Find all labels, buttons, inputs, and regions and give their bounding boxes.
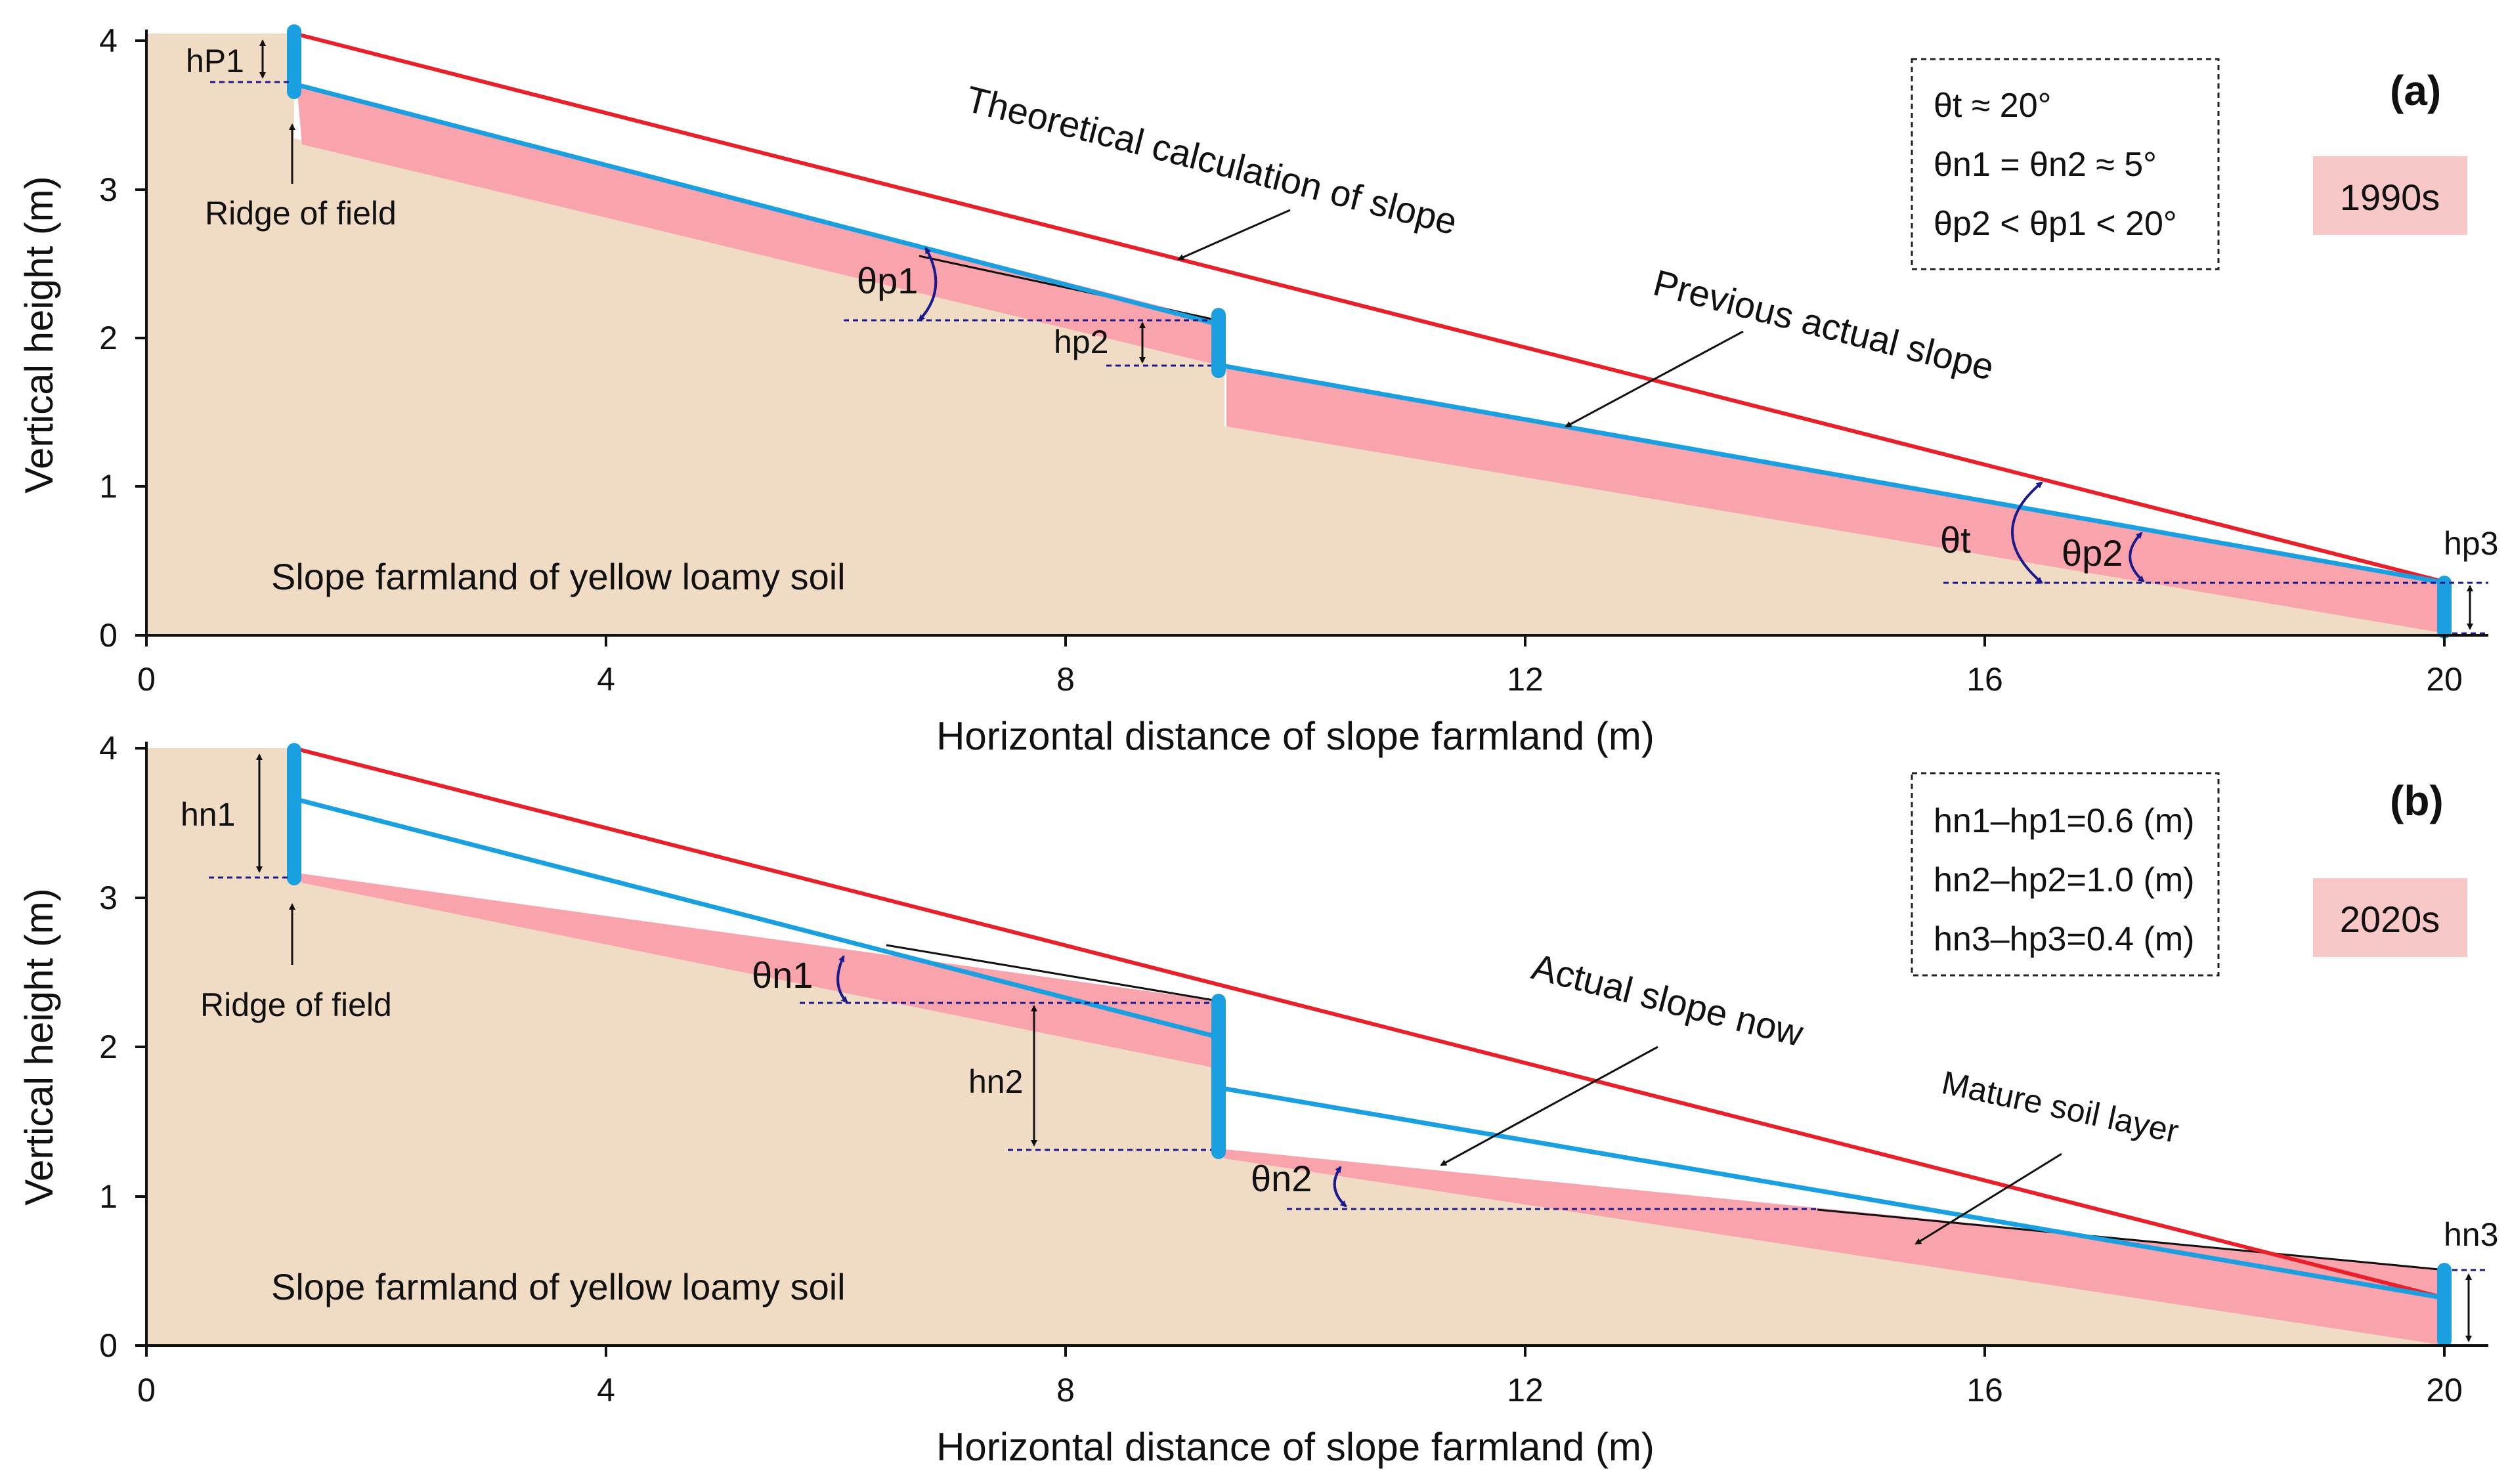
soil-label: Slope farmland of yellow loamy soil <box>271 1266 846 1307</box>
panel-a: 0 4 8 12 16 20 0 1 2 3 4 Horizontal dist… <box>17 22 2498 758</box>
theoretical-slope-line <box>293 32 2446 584</box>
x-tick-label: 4 <box>597 1372 615 1409</box>
x-axis-title: Horizontal distance of slope farmland (m… <box>936 1425 1655 1469</box>
equation-line: θn1 = θn2 ≈ 5° <box>1934 146 2157 184</box>
theoretical-slope-label: Theoretical calculation of slope <box>962 78 1461 243</box>
previous-actual-slope-label: Previous actual slope <box>1649 262 1998 389</box>
y-tick-label: 0 <box>99 1327 118 1364</box>
soil-label: Slope farmland of yellow loamy soil <box>271 556 846 597</box>
panel-b: 0 4 8 12 16 20 0 1 2 3 4 Horizontal dist… <box>17 730 2498 1469</box>
angle-arc <box>836 955 848 1004</box>
mature-soil-layer <box>297 85 1224 365</box>
x-axis-title: Horizontal distance of slope farmland (m… <box>936 714 1655 758</box>
era-label: 1990s <box>2340 177 2440 218</box>
y-axis-title: Vertical height (m) <box>17 888 61 1206</box>
y-tick-label: 3 <box>99 880 118 916</box>
angle-label-thetan2: θn2 <box>1251 1158 1312 1199</box>
height-label-hp1: hP1 <box>186 43 244 79</box>
annotation-arrow <box>1565 330 1744 428</box>
soil-area <box>146 748 2446 1346</box>
height-label-hn1: hn1 <box>181 796 235 833</box>
mature-soil-layer-label: Mature soil layer <box>1939 1064 2182 1150</box>
y-tick-label: 4 <box>99 730 118 767</box>
angle-label-thetat: θt <box>1940 519 1971 561</box>
x-tick-label: 12 <box>1507 1372 1544 1409</box>
y-tick-label: 4 <box>99 22 118 59</box>
equation-line: hn2–hp2=1.0 (m) <box>1934 861 2195 899</box>
x-tick-label: 8 <box>1056 1372 1075 1409</box>
x-tick-label: 12 <box>1507 661 1544 698</box>
y-tick-label: 1 <box>99 468 118 505</box>
y-axis-title: Vertical height (m) <box>17 176 61 494</box>
mature-soil-layer <box>297 873 1218 1069</box>
height-label-hp3: hp3 <box>2444 525 2498 562</box>
height-label-hn2: hn2 <box>968 1063 1023 1100</box>
annotation-arrow <box>1440 1046 1658 1166</box>
angle-arc <box>2129 532 2145 583</box>
x-tick-label: 16 <box>1966 661 2003 698</box>
annotation-arrow <box>1177 209 1291 261</box>
x-tick-label: 20 <box>2426 661 2463 698</box>
era-label: 2020s <box>2340 899 2440 940</box>
equation-line: hn1–hp1=0.6 (m) <box>1934 802 2195 840</box>
angle-arc <box>1333 1166 1347 1208</box>
ridge-label: Ridge of field <box>200 986 392 1023</box>
height-label-hn3: hn3 <box>2444 1216 2498 1253</box>
angle-label-thetap2: θp2 <box>2062 532 2123 574</box>
soil-area <box>146 33 2446 635</box>
current-surface-line <box>1817 1208 2446 1271</box>
x-tick-label: 20 <box>2426 1372 2463 1409</box>
angle-arc <box>2011 481 2043 584</box>
panel-label: (a) <box>2390 67 2441 114</box>
era-badge <box>2313 156 2467 235</box>
y-tick-label: 2 <box>99 1028 118 1065</box>
y-tick-label: 2 <box>99 320 118 356</box>
equation-line: θp2 < θp1 < 20° <box>1934 205 2177 243</box>
height-label-hp2: hp2 <box>1054 324 1108 360</box>
mature-soil-layer <box>1218 1149 2446 1346</box>
x-tick-label: 0 <box>137 661 156 698</box>
theoretical-slope-line <box>293 746 2446 1300</box>
ridge-label: Ridge of field <box>205 195 397 232</box>
angle-arc <box>918 247 938 322</box>
annotation-arrow <box>1915 1153 2062 1245</box>
x-tick-label: 16 <box>1966 1372 2003 1409</box>
actual-slope-now-label: Actual slope now <box>1528 946 1807 1055</box>
x-tick-label: 0 <box>137 1372 156 1409</box>
angle-label-thetan1: θn1 <box>752 954 813 996</box>
equation-box <box>1911 772 2220 977</box>
panel-label: (b) <box>2390 777 2444 824</box>
era-badge <box>2313 878 2467 957</box>
x-tick-label: 8 <box>1056 661 1075 698</box>
y-tick-label: 0 <box>99 617 118 654</box>
equation-line: θt ≈ 20° <box>1934 87 2051 125</box>
y-tick-label: 3 <box>99 171 118 208</box>
current-surface-line <box>886 944 1219 1002</box>
angle-label-thetap1: θp1 <box>857 260 918 301</box>
equation-line: hn3–hp3=0.4 (m) <box>1934 920 2195 958</box>
equation-box <box>1911 58 2220 270</box>
x-tick-label: 4 <box>597 661 615 698</box>
y-tick-label: 1 <box>99 1178 118 1215</box>
